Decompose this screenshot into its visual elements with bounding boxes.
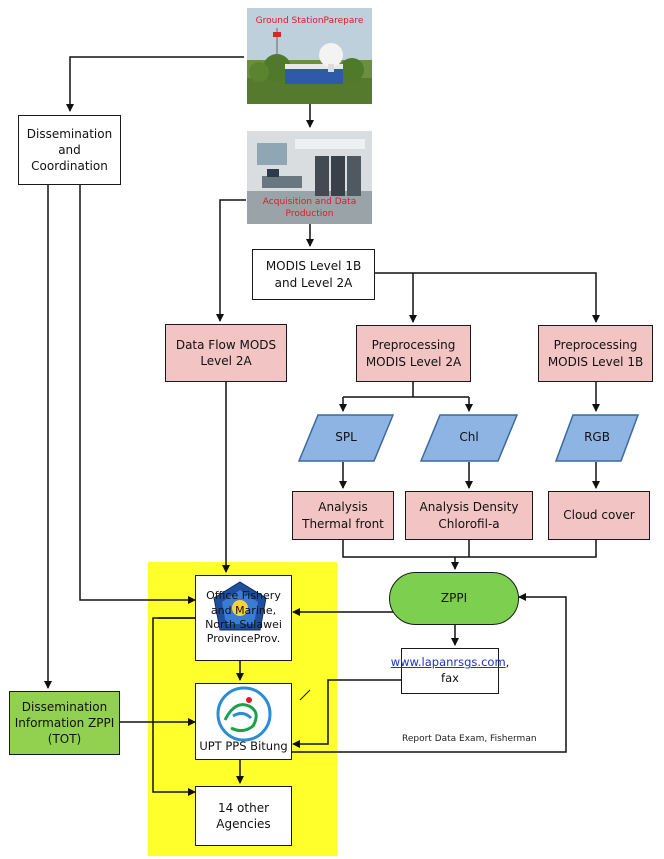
data-flow-label: Data Flow MODS Level 2A (175, 337, 277, 368)
website-link[interactable]: www.lapanrsgs.com (390, 655, 506, 670)
upt-pps-label: UPT PPS Bitung (199, 739, 288, 754)
modis-level-label: MODIS Level 1B and Level 2A (265, 259, 362, 290)
ground-station-image-icon (247, 8, 372, 104)
website-text: www.lapanrsgs.com, fax (391, 655, 510, 686)
dissemination-info-label: Dissemination Information ZPPI (TOT) (14, 699, 115, 747)
cloud-cover-box: Cloud cover (548, 491, 650, 540)
preprocessing-1b-box: Preprocessing MODIS Level 1B (538, 325, 653, 382)
report-data-label: Report Data Exam, Fisherman (402, 734, 537, 744)
province-emblem-icon (213, 581, 267, 631)
office-fishery-box: Office Fishery and Marine, North Sulawei… (195, 575, 292, 661)
other-agencies-box: 14 other Agencies (195, 786, 292, 846)
preprocessing-2a-label: Preprocessing MODIS Level 2A (365, 338, 462, 369)
analysis-thermal-box: Analysis Thermal front (292, 491, 394, 540)
preprocessing-2a-box: Preprocessing MODIS Level 2A (356, 325, 471, 382)
ground-station-label: Ground StationParepare (255, 16, 364, 26)
modis-level-box: MODIS Level 1B and Level 2A (252, 249, 375, 300)
acquisition-photo: Acquisition and Data Production (247, 131, 372, 224)
dissemination-info-box: Dissemination Information ZPPI (TOT) (9, 691, 120, 755)
website-suffix: , fax (441, 655, 510, 685)
cloud-cover-label: Cloud cover (563, 508, 635, 523)
dissemination-coordination-box: Dissemination and Coordination (18, 115, 121, 185)
spl-label: SPL (335, 430, 357, 444)
chl-label: Chl (459, 430, 479, 444)
website-box: www.lapanrsgs.com, fax (391, 648, 509, 694)
data-flow-box: Data Flow MODS Level 2A (165, 324, 287, 382)
office-fishery-label: Office Fishery and Marine, North Sulawei… (205, 589, 282, 646)
acquisition-label: Acquisition and Data Production (262, 197, 357, 219)
spl-parallelogram (298, 414, 394, 462)
zppi-terminator: ZPPI (389, 572, 519, 625)
chl-parallelogram (420, 414, 518, 462)
upt-pps-box: UPT PPS Bitung (195, 683, 292, 760)
rgb-label: RGB (584, 430, 610, 444)
rgb-parallelogram (555, 414, 639, 462)
other-agencies-label: 14 other Agencies (216, 800, 271, 831)
dissemination-coordination-label: Dissemination and Coordination (26, 126, 113, 174)
ground-station-photo: Ground StationParepare (247, 8, 372, 104)
upt-logo-icon (216, 686, 272, 742)
analysis-density-label: Analysis Density Chlorofil-a (419, 500, 519, 531)
zppi-label: ZPPI (440, 591, 468, 606)
acquisition-image-icon (247, 131, 372, 224)
analysis-thermal-label: Analysis Thermal front (302, 500, 384, 531)
preprocessing-1b-label: Preprocessing MODIS Level 1B (547, 338, 644, 369)
analysis-density-box: Analysis Density Chlorofil-a (405, 491, 533, 540)
